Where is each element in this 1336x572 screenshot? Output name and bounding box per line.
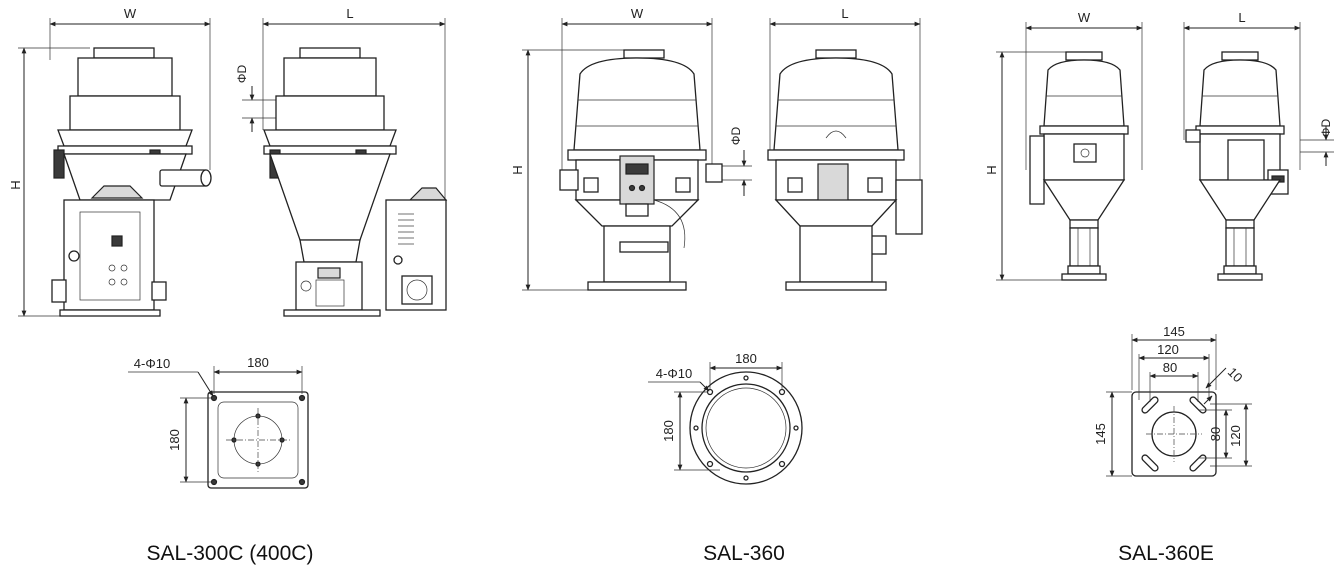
front-view-sal-360e: W H [984, 10, 1143, 281]
base-outer-width-label: 145 [1163, 324, 1185, 339]
width-label: W [124, 6, 137, 21]
width-label: W [631, 6, 644, 21]
base-plate-sal-360: 180 180 4-Φ10 [648, 351, 803, 485]
height-label: H [510, 165, 525, 174]
base-outer-height-label: 145 [1093, 423, 1108, 445]
base-width-label: 180 [735, 351, 757, 366]
side-view-sal-360e: L ΦD [1183, 10, 1334, 281]
hole-label: 4-Φ10 [656, 366, 692, 381]
front-view-sal-300c: W H [8, 6, 212, 317]
base-mid-height-label: 120 [1228, 425, 1243, 447]
base-width-label: 180 [247, 355, 269, 370]
height-label: H [984, 165, 999, 174]
length-label: L [1238, 10, 1245, 25]
diameter-label: ΦD [1319, 119, 1333, 138]
width-label: W [1078, 10, 1091, 25]
base-mid-width-label: 120 [1157, 342, 1179, 357]
model-sal-300c: W H [8, 6, 448, 565]
length-label: L [346, 6, 353, 21]
base-height-label: 180 [661, 420, 676, 442]
vent-slots [398, 213, 414, 245]
model-caption: SAL-300C (400C) [147, 542, 314, 565]
model-sal-360: W H ΦD [510, 6, 923, 565]
model-sal-360e: W H L [984, 10, 1334, 565]
side-view-sal-300c: L ΦD [235, 6, 448, 317]
base-plate-sal-300c: 180 180 4-Φ10 [128, 355, 309, 489]
base-inner-height-label: 80 [1208, 427, 1223, 441]
base-height-label: 180 [167, 429, 182, 451]
model-caption: SAL-360E [1118, 542, 1214, 565]
diameter-label: ΦD [729, 127, 743, 146]
side-view-sal-360: L [767, 6, 923, 291]
base-inner-width-label: 80 [1163, 360, 1177, 375]
model-caption: SAL-360 [703, 542, 785, 565]
hole-label: 4-Φ10 [134, 356, 170, 371]
height-label: H [8, 180, 23, 189]
base-plate-sal-360e: 145 120 80 10 145 80 120 [1093, 324, 1252, 477]
base-slot-label: 10 [1225, 364, 1246, 385]
front-view-sal-360: W H ΦD [510, 6, 752, 291]
length-label: L [841, 6, 848, 21]
diameter-label: ΦD [235, 65, 249, 84]
